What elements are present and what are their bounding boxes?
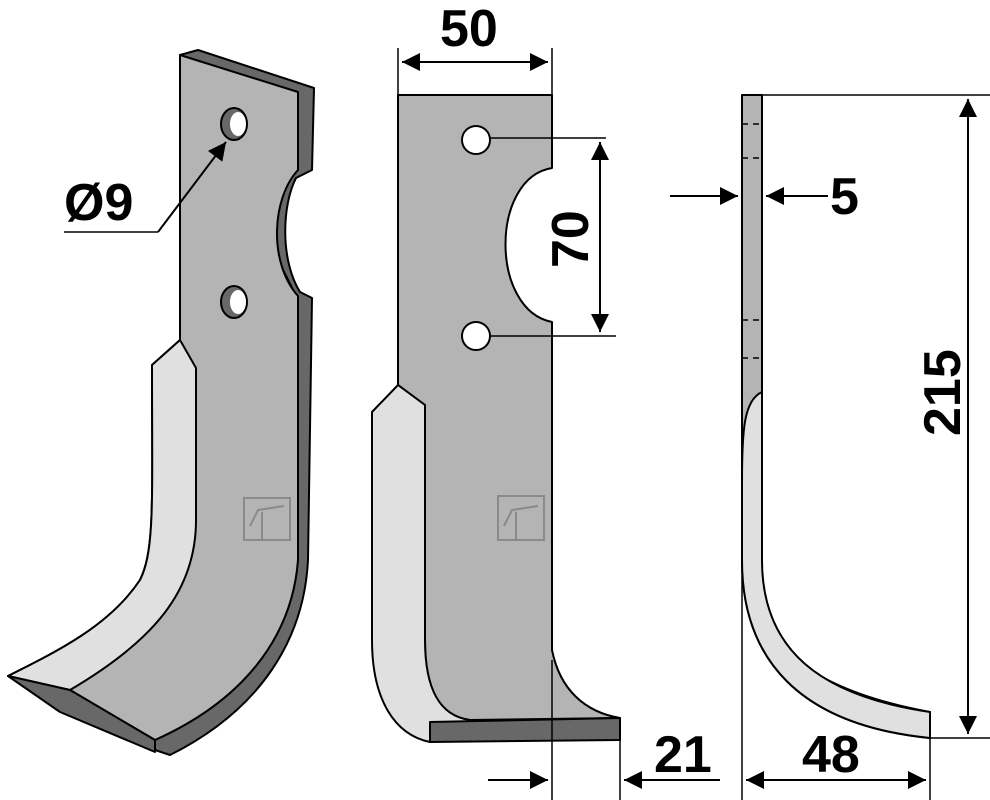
mounting-hole-bottom-inner bbox=[230, 290, 246, 314]
dim-thickness: 5 bbox=[830, 168, 859, 226]
blade-side-bevel bbox=[741, 391, 931, 739]
dim-hole-diameter: Ø9 bbox=[64, 174, 133, 232]
hidden-hole-lines bbox=[742, 123, 762, 359]
dim-height: 215 bbox=[914, 349, 972, 436]
mounting-hole-bottom-front bbox=[461, 321, 491, 351]
blade-perspective-view: Ø9 bbox=[7, 49, 315, 756]
dim-width-top: 50 bbox=[440, 0, 498, 58]
dim-hole-spacing: 70 bbox=[542, 210, 600, 268]
blade-face-front bbox=[397, 94, 621, 721]
blade-front-view: 50 70 21 bbox=[371, 0, 720, 800]
dim-depth: 48 bbox=[802, 726, 860, 784]
trademark-logo-icon bbox=[497, 495, 545, 541]
blade-bottom-edge bbox=[7, 675, 156, 753]
blade-side-view: 5 215 48 bbox=[670, 94, 990, 800]
mounting-hole-top-front bbox=[461, 125, 491, 155]
mounting-hole-top-inner bbox=[230, 112, 246, 136]
dim-offset: 21 bbox=[654, 726, 712, 784]
blade-bottom-edge-front bbox=[429, 717, 621, 743]
blade-bevel-perspective bbox=[7, 339, 197, 691]
trademark-logo-icon bbox=[243, 497, 291, 541]
